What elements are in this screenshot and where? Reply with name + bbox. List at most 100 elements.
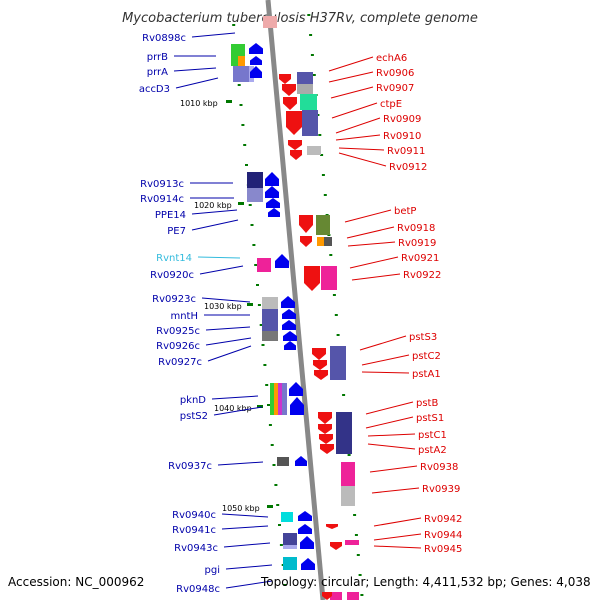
tick-mark [321, 174, 325, 176]
left-gene-labels: Rv0898c prrB prrA accD3Rv0913cRv0914cPPE14P… [139, 32, 273, 595]
gene-label-betp[interactable]: betP [394, 206, 416, 217]
gene-label-rv0919[interactable]: Rv0919 [398, 238, 436, 249]
gene-label-psts2[interactable]: pstS2 [180, 411, 208, 422]
gene-label-psts3[interactable]: pstS3 [409, 332, 437, 343]
gene-label-rv0942[interactable]: Rv0942 [424, 514, 462, 525]
gene-label-psts1[interactable]: pstS1 [416, 413, 444, 424]
leader-line [373, 517, 422, 527]
gene-box [281, 512, 293, 522]
minus-gene-arrow [295, 456, 307, 466]
gene-label-rv0926c[interactable]: Rv0926c [156, 341, 200, 352]
minus-gene-arrow [265, 172, 279, 186]
leader-line [373, 533, 422, 541]
gene-label-rv0911[interactable]: Rv0911 [387, 146, 425, 157]
tick-mark [312, 74, 316, 76]
gene-label-rv0910[interactable]: Rv0910 [383, 131, 421, 142]
gene-label-psta2[interactable]: pstA2 [418, 445, 447, 456]
gene-label-rv0907[interactable]: Rv0907 [376, 83, 414, 94]
scale-tick-1040 [257, 405, 263, 408]
gene-label-ctpe[interactable]: ctpE [380, 99, 402, 110]
gene-label-ppe14[interactable]: PPE14 [155, 210, 186, 221]
gene-label-rv0945[interactable]: Rv0945 [424, 544, 462, 555]
gene-label-rv0922[interactable]: Rv0922 [403, 270, 441, 281]
tick-mark [252, 244, 256, 246]
gene-label-pknd[interactable]: pknD [180, 395, 206, 406]
leader-line [335, 134, 381, 141]
gene-label-rv0941c[interactable]: Rv0941c [172, 525, 216, 536]
gene-box [330, 346, 346, 380]
gene-label-rv0909[interactable]: Rv0909 [383, 114, 421, 125]
tick-mark [279, 544, 283, 546]
leader-line [338, 152, 387, 167]
plus-gene-arrow [282, 84, 296, 96]
minus-gene-arrow [249, 43, 263, 54]
gene-label-rv0940c[interactable]: Rv0940c [172, 510, 216, 521]
gene-box [277, 457, 289, 466]
leader-line [328, 56, 374, 72]
gene-box [345, 540, 359, 545]
gene-label-mnth[interactable]: mntH [170, 311, 198, 322]
gene-label-psta1[interactable]: pstA1 [412, 369, 441, 380]
gene-label-pgi[interactable]: pgi [205, 565, 220, 576]
leader-line [199, 265, 244, 275]
tick-mark [309, 34, 313, 36]
leader-line [359, 335, 407, 351]
tick-mark [347, 454, 351, 456]
tick-mark [256, 284, 259, 286]
gene-label-pe7[interactable]: PE7 [167, 226, 186, 237]
gene-label-rv0913c[interactable]: Rv0913c [140, 179, 184, 190]
scale-label-1040: 1040 kbp [214, 404, 252, 413]
gene-label-rv0938[interactable]: Rv0938 [420, 462, 458, 473]
plus-gene-arrow [320, 444, 334, 454]
gene-label-prrb[interactable]: prrB [147, 52, 168, 63]
gene-label-rv0912[interactable]: Rv0912 [389, 162, 427, 173]
gene-box [257, 258, 271, 272]
gene-label-pstb[interactable]: pstB [416, 398, 438, 409]
gene-label-rvnt14[interactable]: Rvnt14 [156, 253, 192, 264]
gene-box [247, 188, 263, 202]
gene-label-rv0921[interactable]: Rv0921 [401, 253, 439, 264]
minus-gene-arrow [250, 56, 262, 65]
scale-label-1020: 1020 kbp [194, 201, 232, 210]
leader-line [373, 545, 422, 549]
gene-label-rv0898c[interactable]: Rv0898c [142, 33, 186, 44]
gene-label-rv0925c[interactable]: Rv0925c [156, 326, 200, 337]
gene-box [297, 84, 313, 94]
gene-label-rv0923c[interactable]: Rv0923c [152, 294, 196, 305]
gene-label-rv0906[interactable]: Rv0906 [376, 68, 414, 79]
plus-gene-arrow [318, 412, 332, 424]
leader-line [221, 513, 269, 518]
gene-label-rv0918[interactable]: Rv0918 [397, 223, 435, 234]
tick-mark [232, 24, 236, 26]
gene-label-rv0920c[interactable]: Rv0920c [150, 270, 194, 281]
gene-label-prra[interactable]: prrA [147, 67, 168, 78]
gene-label-echa6[interactable]: echA6 [376, 53, 407, 64]
scale-tick-1030 [247, 303, 253, 306]
leader-line [361, 371, 410, 374]
gene-label-rv0943c[interactable]: Rv0943c [174, 543, 218, 554]
tick-mark [268, 424, 272, 426]
tick-mark [354, 534, 358, 536]
gene-label-rv0937c[interactable]: Rv0937c [168, 461, 212, 472]
gene-label-rv0944[interactable]: Rv0944 [424, 530, 462, 541]
gene-label-pstc1[interactable]: pstC1 [418, 430, 447, 441]
gene-box [321, 266, 337, 290]
leader-line [365, 401, 414, 415]
gene-label-rv0914c[interactable]: Rv0914c [140, 194, 184, 205]
gene-label-rv0939[interactable]: Rv0939 [422, 484, 460, 495]
scale-tick-1020 [238, 202, 244, 205]
gene-label-pstc2[interactable]: pstC2 [412, 351, 441, 362]
gene-label-rv0948c[interactable]: Rv0948c [176, 584, 220, 595]
scale-labels: 1010 kbp 1020 kbp 1030 kbp 1040 kbp 1050… [180, 99, 273, 513]
tick-mark [318, 134, 322, 136]
leader-line [365, 416, 414, 429]
minus-gene-arrow [275, 254, 289, 268]
leader-line [338, 147, 385, 151]
tick-mark [248, 204, 252, 206]
gene-label-rv0927c[interactable]: Rv0927c [158, 357, 202, 368]
genome-summary-text: Topology: circular; Length: 4,411,532 bp… [260, 575, 591, 589]
leader-line [330, 86, 374, 99]
leader-line [205, 326, 251, 331]
gene-label-accd3[interactable]: accD3 [139, 84, 170, 95]
minus-strand-features [231, 16, 297, 570]
